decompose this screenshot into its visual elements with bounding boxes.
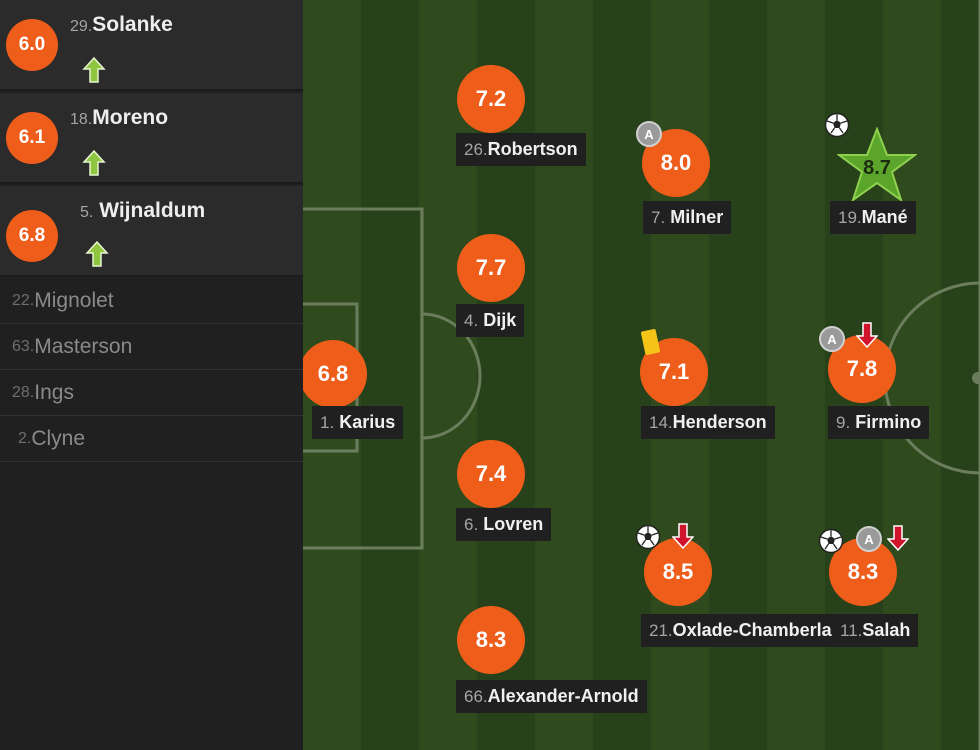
player-name-text: Karius — [339, 412, 396, 432]
substitute-row-moreno[interactable]: 6.1 18.Moreno — [0, 93, 303, 184]
player-label: 21.Oxlade-Chamberlain — [641, 614, 856, 647]
player-label: 66.Alexander-Arnold — [456, 680, 647, 713]
player-name-text: Mignolet — [34, 288, 114, 312]
man-of-match: 8.7 — [835, 126, 919, 203]
player-name-text: Mané — [861, 207, 908, 227]
player-name-text: Lovren — [483, 514, 544, 534]
player-rating: 8.3 — [457, 606, 525, 674]
player-name-text: Oxlade-Chamberlain — [672, 620, 848, 640]
bench-row-masterson[interactable]: 63.Masterson — [0, 324, 303, 370]
player-name-text: Milner — [670, 207, 724, 227]
player-rating: 7.4 — [457, 440, 525, 508]
player-rating: 6.8 — [303, 340, 367, 408]
player-name-text: Alexander-Arnold — [487, 686, 639, 706]
shirt-number: 11. — [840, 621, 863, 640]
player-label: 19.Mané — [830, 201, 916, 234]
shirt-number: 29. — [70, 18, 93, 35]
arrow-down-icon — [672, 523, 694, 550]
shirt-number: 14. — [649, 413, 673, 432]
player-name-text: Firmino — [855, 412, 922, 432]
player-rating: 6.0 — [6, 19, 58, 71]
player-name-text: Masterson — [34, 334, 133, 358]
player-label: 11.Salah — [832, 614, 919, 647]
shirt-number: 4. — [464, 311, 479, 330]
shirt-number: 9. — [836, 413, 851, 432]
arrow-down-icon — [856, 322, 878, 349]
arrow-up-icon — [85, 240, 109, 267]
shirt-number: 21. — [649, 621, 673, 640]
player-label: 6. Lovren — [456, 508, 552, 541]
assist-badge-icon: A — [856, 526, 882, 552]
substitute-row-wijnaldum[interactable]: 6.8 5. Wijnaldum — [0, 186, 303, 277]
player-label: 1. Karius — [312, 406, 404, 439]
substitute-row-solanke[interactable]: 6.0 29.Solanke — [0, 0, 303, 91]
shirt-number: 26. — [464, 140, 488, 159]
arrow-up-icon — [82, 149, 106, 176]
pitch: 6.8 1. Karius 7.2 26.Robertson 7.7 4. Di… — [303, 0, 980, 750]
player-name-text: Wijnaldum — [99, 199, 206, 222]
shirt-number: 7. — [651, 208, 666, 227]
player-rating: 6.1 — [6, 112, 58, 164]
player-rating: 7.7 — [457, 234, 525, 302]
shirt-number: 22. — [12, 291, 35, 309]
soccer-ball-icon — [635, 524, 661, 550]
player-rating: 8.7 — [863, 157, 891, 179]
arrow-up-icon — [82, 56, 106, 83]
player-label: 4. Dijk — [456, 304, 525, 337]
player-label: 9. Firmino — [828, 406, 930, 439]
soccer-ball-icon — [824, 112, 850, 138]
player-label: 14.Henderson — [641, 406, 775, 439]
player-label: 7. Milner — [643, 201, 732, 234]
player-name: 18.Moreno — [70, 106, 168, 130]
player-name-text: Dijk — [483, 310, 517, 330]
shirt-number: 5. — [80, 204, 94, 221]
shirt-number: 18. — [70, 111, 93, 128]
player-name-text: Solanke — [92, 13, 173, 36]
shirt-number: 2. — [18, 429, 32, 447]
player-rating: 8.5 — [644, 538, 712, 606]
player-name-text: Ings — [34, 380, 74, 404]
player-name-text: Robertson — [487, 139, 578, 159]
player-name: 5. Wijnaldum — [80, 199, 205, 223]
shirt-number: 1. — [320, 413, 335, 432]
assist-badge-icon: A — [636, 121, 662, 147]
player-name-text: Henderson — [672, 412, 767, 432]
star-icon — [835, 126, 919, 203]
player-name-text: Clyne — [31, 426, 86, 450]
player-rating: 7.2 — [457, 65, 525, 133]
shirt-number: 28. — [12, 383, 35, 401]
player-name-text: Moreno — [92, 106, 169, 129]
shirt-number: 66. — [464, 687, 488, 706]
assist-badge-icon: A — [819, 326, 845, 352]
bench-row-mignolet[interactable]: 22.Mignolet — [0, 278, 303, 324]
player-name-text: Salah — [862, 620, 911, 640]
shirt-number: 63. — [12, 337, 35, 355]
arrow-down-icon — [887, 525, 909, 552]
player-rating: 6.8 — [6, 210, 58, 262]
bench-row-clyne[interactable]: 2.Clyne — [0, 416, 303, 462]
shirt-number: 6. — [464, 515, 479, 534]
player-label: 26.Robertson — [456, 133, 586, 166]
player-name: 29.Solanke — [70, 13, 173, 37]
substitutes-panel: 6.0 29.Solanke 6.1 18.Moreno 6.8 5. Wijn… — [0, 0, 303, 750]
soccer-ball-icon — [818, 528, 844, 554]
bench-row-ings[interactable]: 28.Ings — [0, 370, 303, 416]
shirt-number: 19. — [838, 208, 862, 227]
